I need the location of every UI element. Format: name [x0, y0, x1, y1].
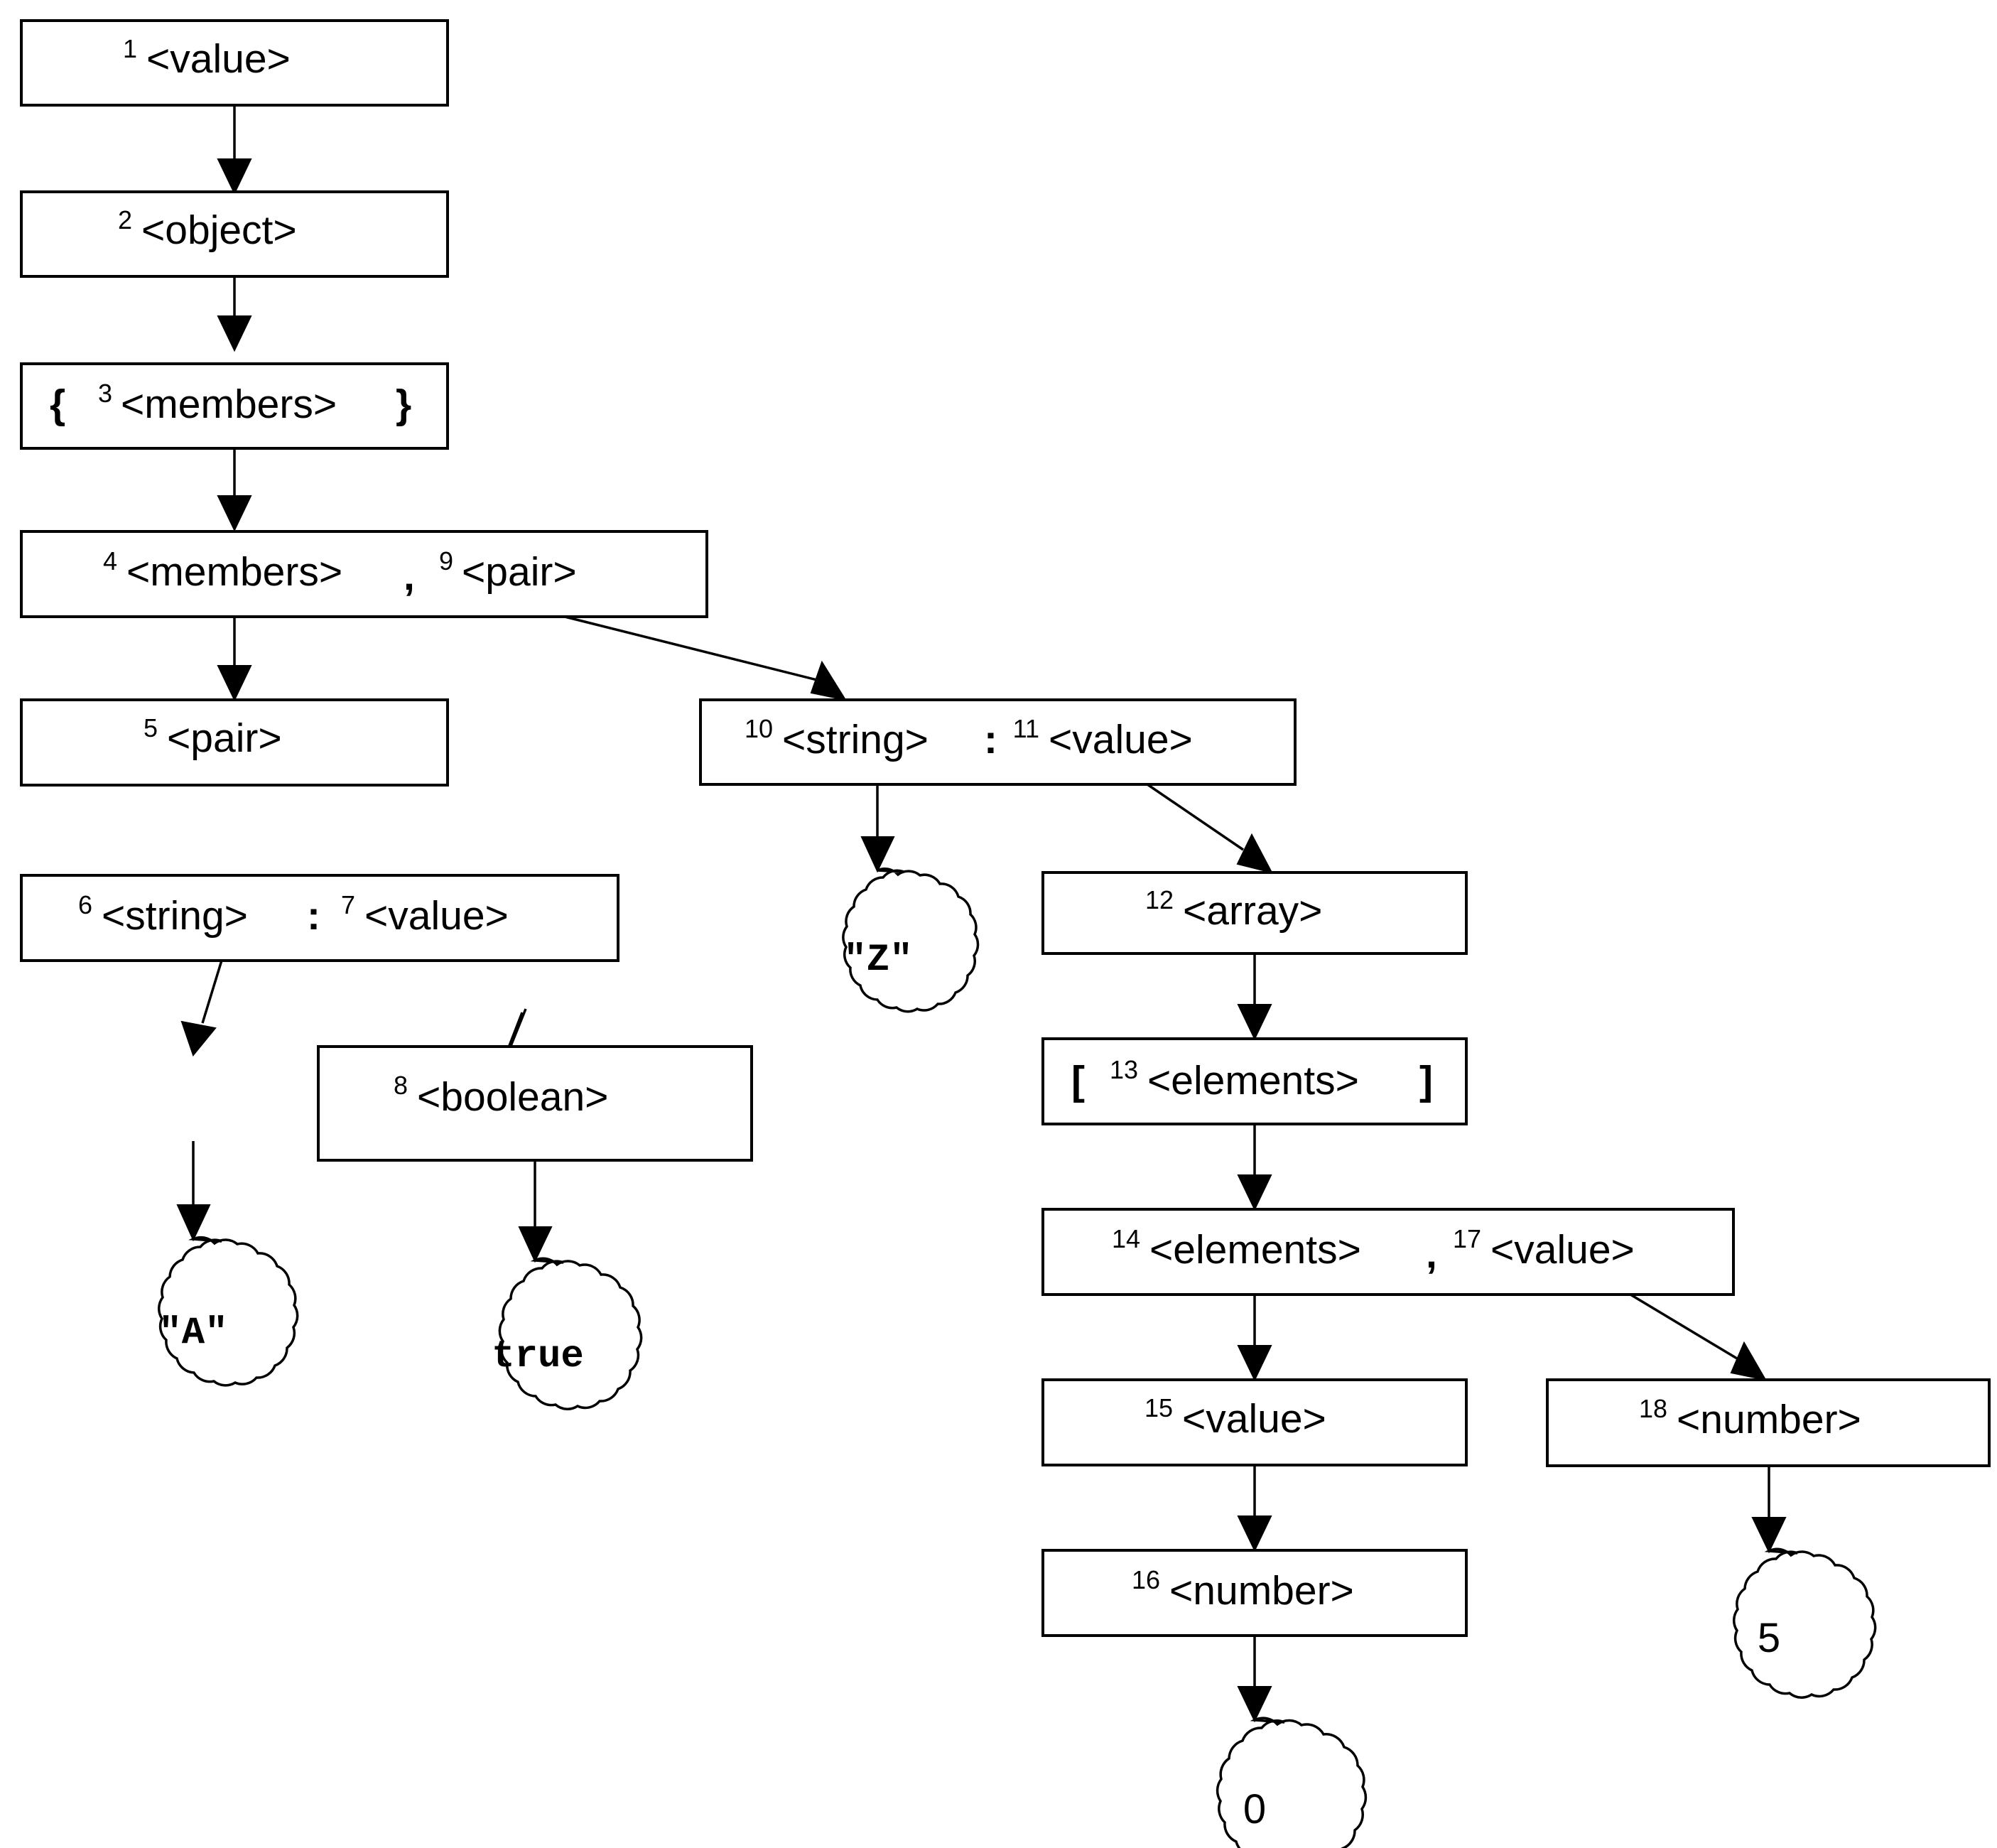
node-9-index: 9 [439, 546, 453, 576]
node-18-index: 18 [1639, 1394, 1667, 1423]
edge-n8-true [518, 1160, 553, 1263]
edge-n4-n5 [217, 617, 252, 702]
node-3-open-brace: { [50, 382, 65, 427]
edge-n10-Z [860, 784, 895, 873]
node-12-index: 12 [1145, 885, 1174, 914]
node-10-index: 10 [745, 714, 773, 743]
node-2-symbol: <object> [141, 207, 297, 253]
node-2-object[interactable]: 2 <object> [20, 190, 449, 278]
edge-n14-n15 [1237, 1295, 1272, 1382]
node-3-close-brace: } [396, 382, 411, 427]
node-7-symbol: <value> [364, 893, 509, 939]
node-16-number[interactable]: 16 <number> [1041, 1549, 1468, 1637]
cloud-shape-Z [842, 868, 980, 1013]
node-18-number[interactable]: 18 <number> [1546, 1378, 1991, 1467]
edge-n14-n18 [1630, 1293, 1767, 1381]
node-5-pair[interactable]: 5 <pair> [20, 698, 449, 787]
node-13-index: 13 [1110, 1055, 1138, 1084]
edge-n3-n4 [217, 448, 252, 532]
node-1-index: 1 [123, 34, 137, 63]
node-6-colon: : [307, 893, 320, 939]
edge-n2-n3 [217, 276, 252, 352]
node-8-symbol: <boolean> [417, 1074, 608, 1120]
node-9-symbol: <pair> [462, 549, 577, 595]
node-14-elements-value[interactable]: 14 <elements> , 17 <value> [1041, 1208, 1735, 1296]
edge-n10-n12 [1147, 783, 1273, 874]
terminal-A[interactable]: "A" [157, 1236, 299, 1387]
cloud-shape-true [498, 1257, 643, 1410]
node-14-symbol: <elements> [1149, 1227, 1361, 1272]
node-7-index: 7 [341, 890, 355, 919]
node-1-symbol: <value> [146, 36, 291, 82]
node-15-index: 15 [1144, 1393, 1173, 1422]
node-5-index: 5 [144, 713, 158, 742]
cloud-shape-A [157, 1236, 299, 1387]
node-13-elements[interactable]: [ 13 <elements> ] [1041, 1037, 1468, 1125]
node-3-members[interactable]: { 3 <members> } [20, 362, 449, 450]
node-11-symbol: <value> [1049, 717, 1193, 762]
edge-n1-n2 [217, 105, 252, 195]
node-5-symbol: <pair> [167, 715, 282, 761]
edge-n18-5 [1751, 1466, 1787, 1554]
node-11-index: 11 [1013, 714, 1039, 743]
terminal-5[interactable]: 5 [1732, 1547, 1877, 1699]
node-13-symbol: <elements> [1147, 1058, 1359, 1103]
node-13-close-bracket: ] [1419, 1058, 1433, 1103]
node-4-members-pair[interactable]: 4 <members> , 9 <pair> [20, 530, 708, 618]
node-10-symbol: <string> [782, 717, 929, 762]
edge-n15-n16 [1237, 1465, 1272, 1552]
node-13-open-bracket: [ [1071, 1058, 1085, 1103]
terminal-true-label: true [492, 1335, 584, 1378]
node-17-index: 17 [1453, 1224, 1481, 1253]
node-8-index: 8 [394, 1071, 408, 1100]
terminal-Z[interactable]: "Z" [842, 868, 980, 1013]
terminal-0-label: 0 [1243, 1786, 1266, 1832]
node-2-index: 2 [118, 205, 132, 234]
node-15-value[interactable]: 15 <value> [1041, 1378, 1468, 1466]
cloud-shape-5 [1732, 1547, 1877, 1699]
node-6-symbol: <string> [102, 893, 248, 939]
terminal-layer: "A" true "Z" 0 5 [157, 868, 1877, 1848]
edge-n12-n13 [1237, 953, 1272, 1041]
node-12-symbol: <array> [1183, 888, 1322, 934]
node-16-symbol: <number> [1169, 1568, 1354, 1614]
edge-n13-n14 [1237, 1124, 1272, 1211]
edge-n16-0 [1237, 1636, 1272, 1723]
terminal-5-label: 5 [1758, 1615, 1780, 1661]
edge-n4-n10 [564, 615, 848, 701]
node-3-index: 3 [98, 379, 112, 408]
node-14-comma: , [1426, 1231, 1437, 1277]
terminal-0[interactable]: 0 [1216, 1717, 1368, 1848]
cloud-shape-0 [1216, 1717, 1368, 1848]
node-8-boolean[interactable]: 8 <boolean> [317, 1045, 753, 1162]
node-15-symbol: <value> [1182, 1396, 1326, 1442]
edge-n6-A [176, 1141, 211, 1242]
node-1-value[interactable]: 1 <value> [20, 19, 449, 107]
node-3-symbol: <members> [121, 382, 337, 427]
node-18-symbol: <number> [1677, 1397, 1861, 1442]
node-4-symbol: <members> [126, 549, 342, 595]
node-4-index: 4 [103, 546, 117, 576]
node-6-index: 6 [78, 890, 92, 919]
node-14-index: 14 [1112, 1224, 1140, 1253]
terminal-true[interactable]: true [492, 1257, 643, 1410]
node-4-comma: , [404, 553, 415, 599]
node-16-index: 16 [1132, 1565, 1160, 1594]
node-10-colon: : [984, 717, 997, 762]
node-12-array[interactable]: 12 <array> [1041, 871, 1468, 955]
terminal-A-label: "A" [158, 1312, 227, 1355]
node-10-string-value[interactable]: 10 <string> : 11 <value> [699, 698, 1297, 786]
terminal-Z-label: "Z" [843, 939, 912, 982]
node-17-symbol: <value> [1490, 1227, 1635, 1272]
node-6-string-value[interactable]: 6 <string> : 7 <value> [20, 874, 619, 962]
